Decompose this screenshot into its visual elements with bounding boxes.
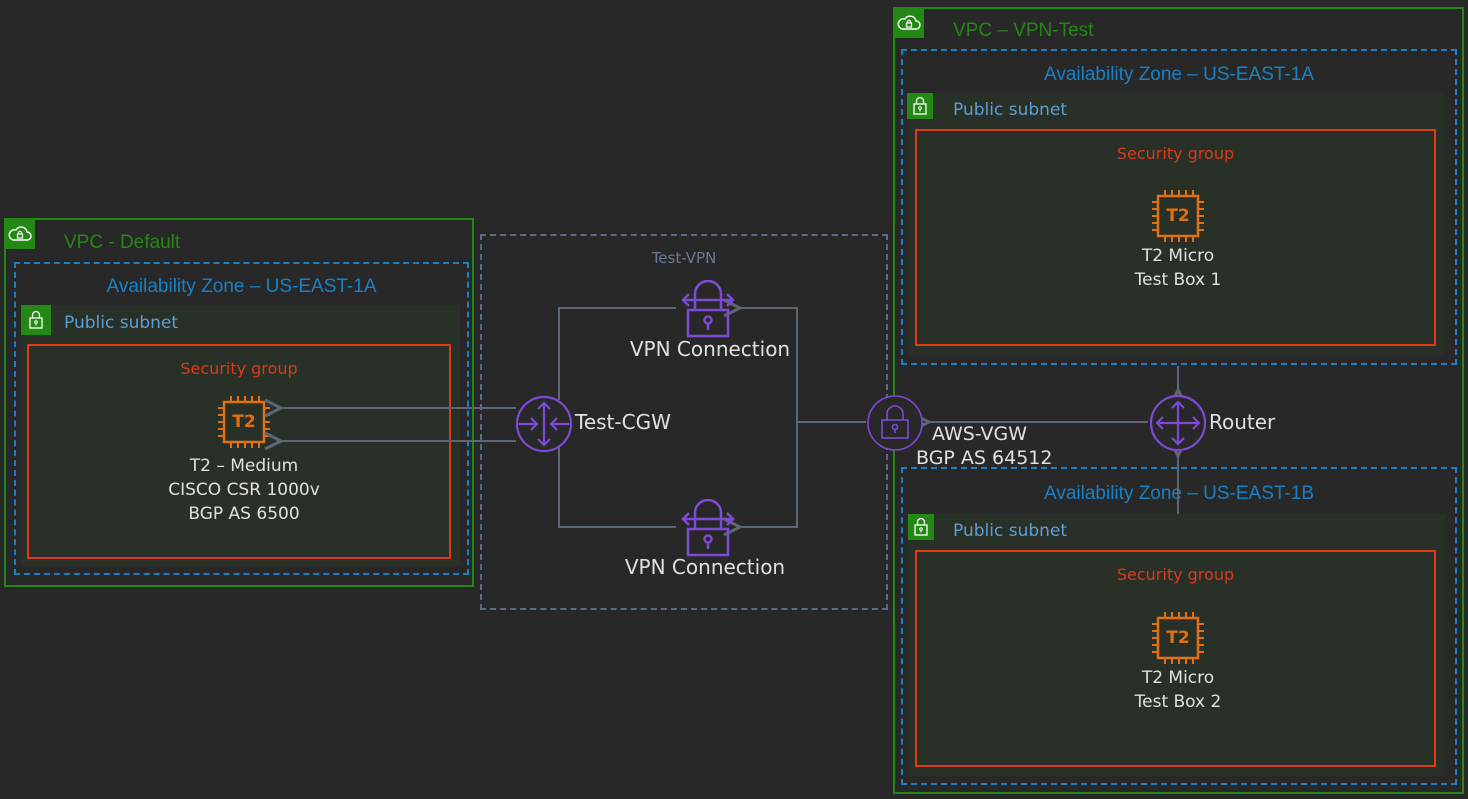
az-1a-title: Availability Zone – US-EAST-1A bbox=[1044, 64, 1314, 85]
ec2-chip-label: T2 bbox=[1166, 628, 1190, 648]
vpn-connection-2-label: VPN Connection bbox=[624, 555, 786, 579]
security-group-1b bbox=[915, 550, 1436, 767]
subnet-1b-title: Public subnet bbox=[953, 521, 1068, 541]
subnet-lock-icon bbox=[913, 96, 927, 115]
vpc-vpn-test-title: VPC – VPN-Test bbox=[953, 20, 1094, 41]
ec2-csr-label: T2 – Medium CISCO CSR 1000v BGP AS 6500 bbox=[130, 454, 358, 526]
security-group-default bbox=[27, 344, 451, 559]
az-default-us-east-1a bbox=[14, 262, 469, 575]
security-group-default-title: Security group bbox=[180, 359, 298, 378]
ec2-chip-label: T2 bbox=[1166, 206, 1190, 226]
connector-cgw-to-vpn1 bbox=[558, 307, 676, 400]
vpc-default-title: VPC - Default bbox=[64, 232, 181, 253]
vpn-connection-icon bbox=[681, 498, 735, 557]
vpn-connection-icon bbox=[681, 279, 735, 338]
ec2-chip-label: T2 bbox=[232, 412, 256, 432]
router[interactable] bbox=[1149, 394, 1207, 452]
vgw-line-1: AWS-VGW bbox=[932, 423, 1028, 445]
subnet-default-title: Public subnet bbox=[64, 313, 179, 333]
ec2-csr-line-2: CISCO CSR 1000v bbox=[168, 480, 320, 500]
subnet-1a-badge bbox=[907, 93, 933, 119]
subnet-1b-badge bbox=[908, 514, 934, 540]
ec2-test-box-1-line-1: T2 Micro bbox=[1141, 246, 1215, 266]
ec2-test-box-1-label: T2 Micro Test Box 1 bbox=[1078, 244, 1278, 292]
ec2-test-box-2-label: T2 Micro Test Box 2 bbox=[1078, 666, 1278, 714]
vpn-connection-2[interactable] bbox=[680, 498, 736, 557]
ec2-t2-chip-icon bbox=[1152, 612, 1204, 664]
connector-cgw-to-vpn2 bbox=[558, 446, 676, 528]
security-group-1a bbox=[915, 129, 1436, 346]
ec2-test-box-2-line-2: Test Box 2 bbox=[1134, 692, 1222, 712]
ec2-instance-test-box-2[interactable]: T2 bbox=[1148, 612, 1208, 664]
vgw-line-2: BGP AS 64512 bbox=[916, 447, 1053, 469]
connector-vgw-to-vpn2 bbox=[740, 422, 798, 527]
az-vpn-test-us-east-1a bbox=[901, 49, 1457, 365]
subnet-lock-icon bbox=[914, 517, 928, 536]
test-vpn-title: Test-VPN bbox=[651, 249, 717, 267]
subnet-1a-public bbox=[907, 93, 1445, 355]
customer-gateway-icon bbox=[515, 395, 573, 453]
router-label: Router bbox=[1209, 410, 1276, 434]
vpn-connection-1-label: VPN Connection bbox=[629, 337, 791, 361]
vpn-gateway[interactable] bbox=[866, 394, 924, 452]
customer-gateway-label: Test-CGW bbox=[575, 410, 671, 434]
vpn-gateway-label: AWS-VGW BGP AS 64512 bbox=[906, 422, 1056, 470]
connector-vgw-to-vpn1 bbox=[740, 308, 798, 422]
ec2-test-box-1-line-2: Test Box 1 bbox=[1134, 270, 1222, 290]
vpc-cloud-lock-icon bbox=[897, 15, 921, 30]
vpc-default-badge bbox=[5, 219, 35, 249]
security-group-1b-title: Security group bbox=[1116, 565, 1235, 584]
security-group-1a-title: Security group bbox=[1116, 144, 1235, 163]
subnet-default-badge bbox=[21, 305, 51, 335]
ec2-instance-test-box-1[interactable]: T2 bbox=[1148, 190, 1208, 242]
ec2-csr-line-1: T2 – Medium bbox=[189, 456, 299, 476]
vpc-cloud-lock-icon bbox=[8, 226, 32, 241]
vpc-vpn-test-badge bbox=[894, 8, 924, 38]
customer-gateway[interactable] bbox=[515, 395, 573, 453]
ec2-csr-line-3: BGP AS 6500 bbox=[188, 504, 300, 524]
vpn-gateway-icon bbox=[867, 395, 923, 451]
subnet-lock-icon bbox=[29, 310, 43, 329]
ec2-test-box-2-line-1: T2 Micro bbox=[1141, 668, 1215, 688]
subnet-1a-title: Public subnet bbox=[953, 100, 1068, 120]
router-icon bbox=[1149, 394, 1207, 452]
vpn-connection-1[interactable] bbox=[680, 279, 736, 338]
subnet-1b-public bbox=[907, 514, 1445, 776]
az-default-title: Availability Zone – US-EAST-1A bbox=[106, 276, 377, 297]
ec2-t2-chip-icon bbox=[1152, 190, 1204, 242]
vpc-default bbox=[4, 218, 474, 587]
subnet-default-public bbox=[21, 305, 460, 566]
